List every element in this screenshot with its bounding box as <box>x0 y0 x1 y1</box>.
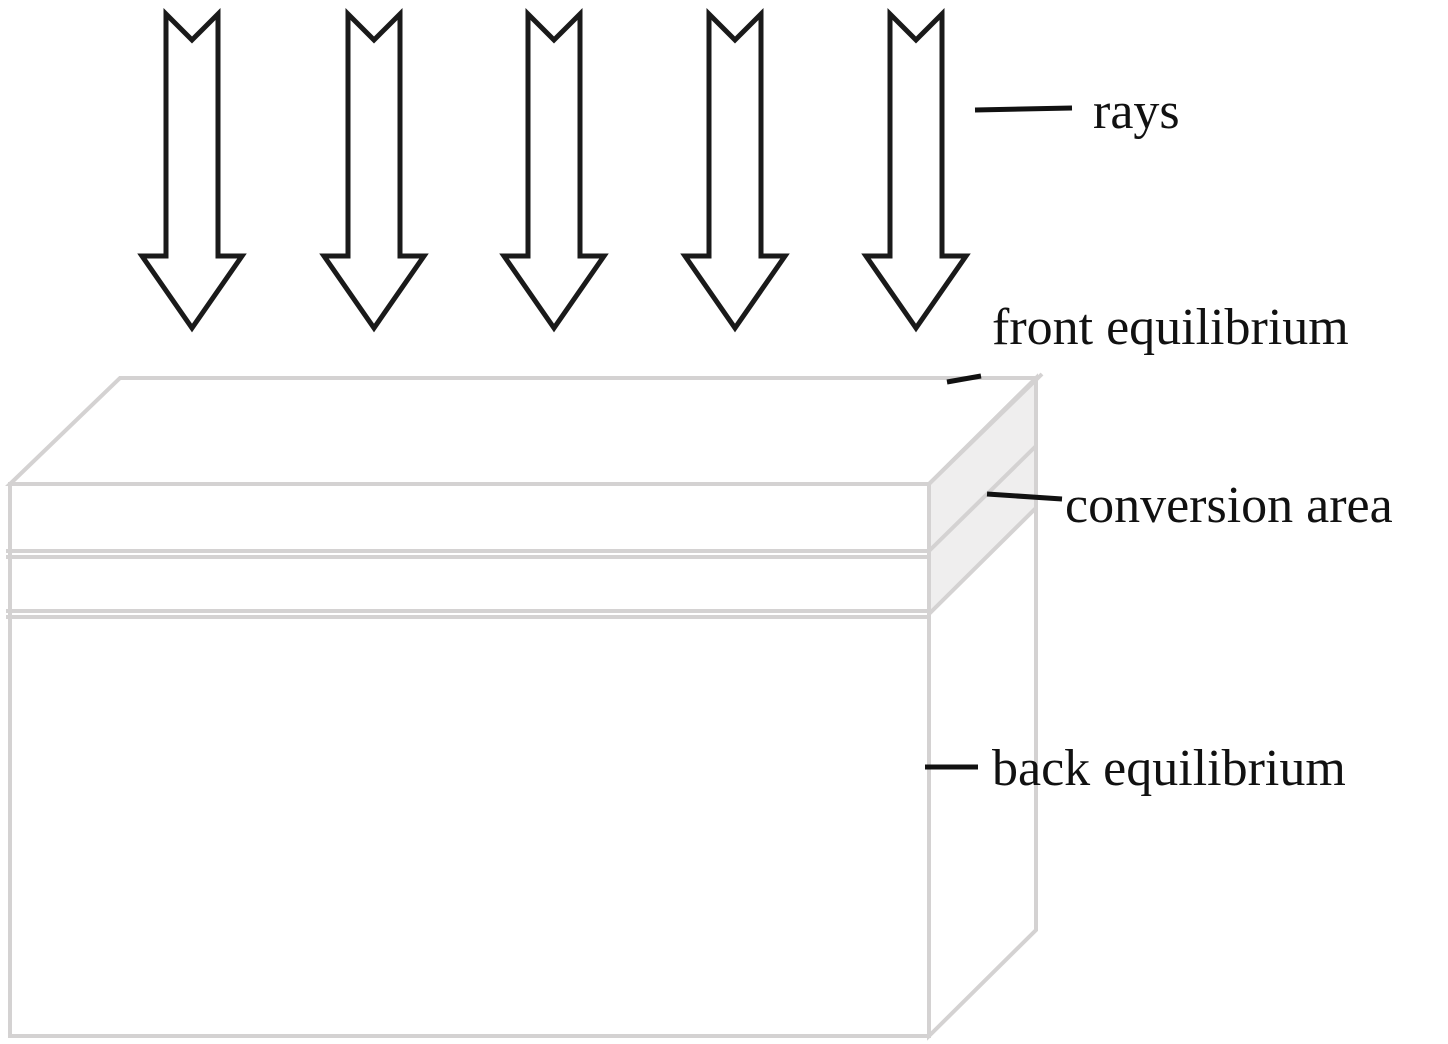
rays-group <box>137 7 971 333</box>
leader-front-equilibrium <box>946 373 982 385</box>
side-layer-line-1 <box>927 444 1038 553</box>
layered-block <box>5 372 1044 1041</box>
label-front-equilibrium: front equilibrium <box>992 299 1349 356</box>
label-rays: rays <box>1093 83 1180 140</box>
leader-conversion-area <box>986 491 1063 502</box>
leader-rays <box>974 105 1073 113</box>
ray-arrow-1 <box>137 7 247 333</box>
ray-arrow-2 <box>319 7 429 333</box>
label-back-equilibrium: back equilibrium <box>992 740 1346 797</box>
ray-arrow-3 <box>499 7 609 333</box>
side-layer-line-0 <box>927 372 1044 486</box>
label-conversion-area: conversion area <box>1065 477 1393 534</box>
block-front-face <box>8 482 931 1038</box>
ray-arrow-5 <box>861 7 971 333</box>
block-top-face <box>5 376 1041 486</box>
ray-arrow-4 <box>680 7 790 333</box>
leader-lines <box>925 105 1073 770</box>
